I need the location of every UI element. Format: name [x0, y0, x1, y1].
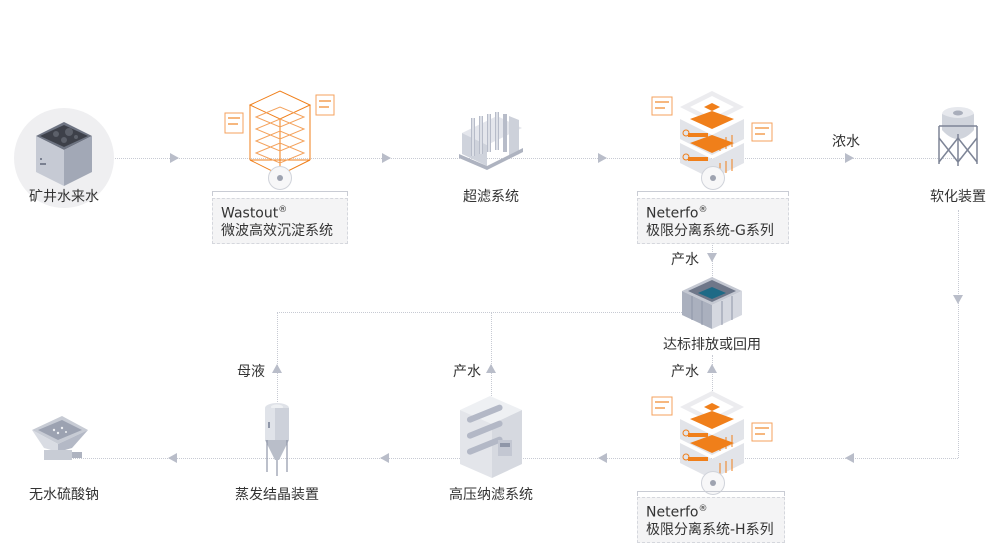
- nanofiltration-unit-icon: [460, 396, 522, 478]
- node-label-wastout: 微波高效沉淀系统: [221, 222, 333, 239]
- connector-dot: [701, 166, 725, 190]
- node-mine-water: [14, 108, 114, 208]
- arrow-left-icon: [168, 453, 177, 463]
- separation-stack-icon: [651, 391, 773, 479]
- flow-line-right: [958, 210, 959, 458]
- arrow-left-icon: [845, 453, 854, 463]
- arrow-up-icon: [486, 364, 496, 373]
- node-box-neterfo-g: Neterfo® 极限分离系统-G系列: [637, 198, 789, 244]
- ultrafiltration-rack-icon: [459, 112, 523, 170]
- brand-name: Neterfo: [646, 205, 699, 222]
- water-pool-icon: [682, 277, 742, 329]
- node-label-mine-water: 矿井水来水: [29, 189, 99, 205]
- arrow-up-icon: [272, 364, 282, 373]
- node-box-wastout: Wastout® 微波高效沉淀系统: [212, 198, 348, 244]
- registered-mark: ®: [698, 504, 708, 514]
- label-bracket: [637, 191, 789, 196]
- registered-mark: ®: [278, 205, 288, 215]
- arrow-down-icon: [953, 295, 963, 304]
- node-label-neterfo-h: 极限分离系统-H系列: [646, 521, 774, 538]
- arrow-right-icon: [382, 153, 391, 163]
- node-label-discharge: 达标排放或回用: [663, 337, 761, 353]
- node-label-softener: 软化装置: [930, 189, 986, 205]
- connector-dot: [268, 166, 292, 190]
- mine-water-tank-icon: [36, 122, 92, 186]
- brand-line: Neterfo®: [646, 501, 776, 522]
- arrow-up-icon: [707, 364, 717, 373]
- flow-label-product-nf: 产水: [453, 364, 481, 380]
- arrow-right-icon: [598, 153, 607, 163]
- arrow-down-icon: [707, 253, 717, 262]
- registered-mark: ®: [698, 205, 708, 215]
- node-label-hp-nf: 高压纳滤系统: [449, 487, 533, 503]
- node-label-uf: 超滤系统: [463, 189, 519, 205]
- sedimentation-system-icon: [224, 90, 335, 176]
- flow-label-product-g: 产水: [671, 252, 699, 268]
- flow-line-top: [100, 158, 960, 159]
- flow-label-product-h: 产水: [671, 364, 699, 380]
- separation-stack-icon: [651, 91, 773, 179]
- flow-line-return: [277, 312, 682, 313]
- flow-line-nf-product: [491, 312, 492, 402]
- flow-label-concentrate: 浓水: [832, 134, 860, 150]
- brand-line: Wastout®: [221, 202, 339, 223]
- label-bracket: [637, 491, 785, 496]
- flow-line-h-up: [712, 355, 713, 395]
- arrow-right-icon: [845, 153, 854, 163]
- brand-line: Neterfo®: [646, 202, 780, 223]
- node-label-sodium-sulfate: 无水硫酸钠: [29, 487, 99, 503]
- evaporator-silo-icon: [265, 403, 289, 476]
- brand-name: Wastout: [221, 205, 279, 222]
- arrow-right-icon: [170, 153, 179, 163]
- node-label-evaporator: 蒸发结晶装置: [235, 487, 319, 503]
- flow-line-mother-liquor: [277, 312, 278, 402]
- softener-tank-icon: [938, 107, 978, 166]
- flow-label-mother-liquor: 母液: [237, 364, 265, 380]
- node-box-neterfo-h: Neterfo® 极限分离系统-H系列: [637, 497, 785, 543]
- arrow-left-icon: [380, 453, 389, 463]
- node-label-neterfo-g: 极限分离系统-G系列: [646, 222, 774, 239]
- label-bracket: [212, 191, 348, 196]
- arrow-left-icon: [598, 453, 607, 463]
- hopper-icon: [32, 416, 88, 460]
- brand-name: Neterfo: [646, 504, 699, 521]
